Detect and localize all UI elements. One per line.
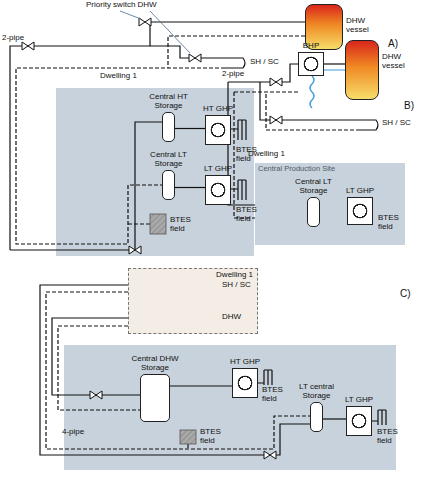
dhw-vessel: DHW vessel [345,40,379,100]
pipe-connector [323,419,346,420]
text-label: BTES field [262,386,288,404]
node-label: Dwelling 1 [216,271,253,280]
node-label: DHW vessel [382,53,412,71]
node-label: HT GHP [225,358,265,367]
node-label: Central LT Storage [144,151,194,169]
text-label: 2-pipe [222,70,244,79]
text-label: BTES field [236,206,262,224]
valve-symbol [90,391,102,399]
heat-pump-box: LT GHP [347,197,373,225]
text-label: Dwelling 1 [100,72,137,81]
valve-symbol [22,42,34,50]
text-label: SH / SC [250,58,279,67]
node-label: Central DHW Storage [125,355,185,373]
pipe-line [175,187,205,188]
valve-symbol [129,246,141,254]
production-region [56,88,254,256]
borehole-symbol [238,180,246,200]
node-label: LT GHP [198,165,238,174]
pipe-connector [175,128,205,129]
text-label: BTES field [200,428,226,446]
btes-block [180,430,196,444]
text-label: Dwelling 1 [248,150,285,159]
node-label: DHW vessel [346,17,376,35]
return-pipe [16,68,225,244]
heat-pump-box: LT GHP [205,175,231,205]
node-label: Central Production Site [258,165,335,173]
text-label: BTES field [378,214,404,232]
storage-tank: Central LT Storage [162,170,175,200]
pipe-connector [324,64,345,65]
node-label: HT GHP [198,105,238,114]
node-label: LT central Storage [294,383,340,401]
storage-tank: LT central Storage [310,402,323,432]
storage-tank: Central LT Storage [307,197,320,227]
text-label: SH / SC [222,281,251,290]
production-site-region: Central Production SiteCentral LT Storag… [255,163,405,245]
text-label: 4-pipe [62,428,84,437]
return-pipe [234,91,300,92]
valve-symbol [270,116,282,124]
pipe-connector [175,187,205,188]
borehole-symbol [264,370,272,385]
pipe-line [323,418,346,419]
return-pipe [58,326,140,410]
text-label: B) [404,100,414,111]
borehole-symbol [238,120,246,140]
text-label: BTES field [377,428,403,446]
text-label: SH / SC [382,119,411,128]
pipe-line [324,63,345,64]
emitter-coil [225,58,245,68]
node-label: LT GHP [340,187,380,196]
return-pipe [187,444,188,449]
heat-pump-box: BHP [298,52,324,76]
leader-line [120,11,190,53]
text-label: C) [400,288,411,299]
emitter-coil [360,120,378,130]
storage-tank: Central DHW Storage [140,374,170,422]
text-label: BTES field [170,216,196,234]
heat-exchanger [324,70,345,71]
node-label: Central HT Storage [144,93,194,111]
valves [22,18,282,459]
borehole-symbol [378,410,386,425]
production-region [64,345,396,470]
regions [56,88,396,470]
text-label: Priority switch DHW [86,1,157,10]
dwelling-box: Dwelling 1 [128,268,258,334]
valve-symbol [264,451,276,459]
valve-symbol [189,54,201,62]
heat-pump-box: HT GHP [205,115,231,145]
supply-pipe [10,122,162,250]
text-label: DHW [222,313,241,322]
valve-symbol [270,78,282,86]
storage-tank: Central HT Storage [162,112,175,142]
supply-pipe [150,46,225,58]
return-pipe [128,223,150,224]
node-label: LT GHP [339,396,379,405]
heat-pump-box: LT GHP [346,406,372,436]
pipe-line [170,385,232,386]
pipe-line [175,128,205,129]
heat-exchanger [310,76,314,108]
node-label: BHP [296,42,326,51]
text-label: 2-pipe [2,34,24,43]
heat-pump-box: HT GHP [232,368,258,398]
btes-block [150,214,166,234]
supply-pipe [52,318,140,395]
text-label: A) [388,38,398,49]
node-label: Central LT Storage [289,178,339,196]
pipe-connector [170,386,232,387]
